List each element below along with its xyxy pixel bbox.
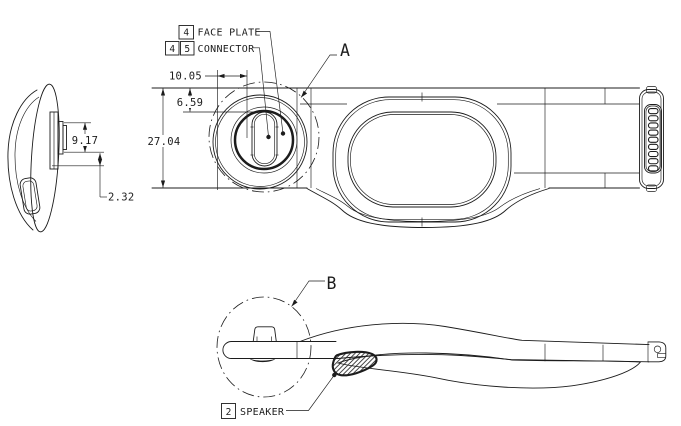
- leader-dot: [332, 372, 337, 378]
- dim-text-27-04: 27.04: [147, 136, 180, 148]
- connector-slot-outer: [251, 111, 278, 167]
- bottom-view: B 2 SPEAKER: [216, 274, 667, 419]
- button-tab: [252, 326, 277, 342]
- dimension-10-05: 10.05: [169, 70, 248, 190]
- boom-end-clip: [647, 341, 667, 363]
- lower-housing: [336, 352, 642, 389]
- dim-text-6-59: 6.59: [177, 97, 204, 109]
- callout-label: FACE PLATE: [198, 28, 261, 39]
- leader-line: [259, 31, 284, 134]
- grille-slot: [647, 129, 659, 136]
- leader-dot: [266, 134, 271, 140]
- callout-face-plate: 4 FACE PLATE: [178, 25, 286, 136]
- earpiece-housing-inner: [215, 97, 305, 187]
- ref-box: [165, 41, 180, 56]
- detail-label-a: A: [340, 41, 350, 60]
- earpiece-housing-outer: [212, 94, 308, 190]
- side-view: 9.17 2.32: [7, 83, 135, 233]
- detail-circle-a: [208, 81, 320, 193]
- detail-a-arrow: [301, 90, 308, 98]
- grille-slot: [647, 136, 659, 143]
- dimension-2-32: 2.32: [52, 153, 135, 204]
- dim-text-9-17: 9.17: [72, 135, 99, 147]
- ref-number: 4: [169, 44, 175, 55]
- dim-text-2-32: 2.32: [108, 192, 135, 204]
- mic-sliver: [249, 358, 276, 363]
- ear-cushion-inner: [14, 96, 40, 222]
- dimension-6-59: 6.59: [175, 88, 268, 113]
- detail-b-leader: [291, 280, 325, 307]
- ref-number: 5: [184, 44, 190, 55]
- grille-slot: [647, 143, 659, 151]
- ear-loop-opening: [332, 92, 512, 227]
- leader-line: [253, 47, 269, 137]
- speaker-hatch: [331, 350, 378, 377]
- face-plate-recess: [230, 106, 298, 174]
- housing-top-contour: [299, 322, 650, 346]
- grille: [647, 108, 659, 172]
- grille-slot: [647, 108, 659, 115]
- leader-line: [286, 375, 335, 411]
- ref-number: 2: [226, 407, 232, 418]
- callout-label: SPEAKER: [240, 407, 285, 418]
- grille-slot: [647, 165, 659, 172]
- detail-label-b: B: [327, 274, 337, 293]
- grille-slot: [647, 115, 659, 122]
- callout-connector: 4 5 CONNECTOR: [165, 41, 271, 140]
- ref-box: [180, 41, 195, 56]
- lower-bulge-inner: [315, 188, 541, 222]
- face-plate-ring: [233, 109, 295, 171]
- ref-box: [221, 403, 236, 419]
- leader-dot: [280, 131, 286, 136]
- top-view: A: [146, 25, 664, 228]
- connector-stack-side: [49, 111, 67, 170]
- ref-box: [178, 25, 194, 40]
- ref-number: 4: [183, 28, 189, 39]
- connector-slot-inner: [253, 113, 276, 165]
- grille-slot: [647, 150, 659, 158]
- detail-circle-b: [216, 296, 312, 398]
- detail-b-arrow: [291, 299, 298, 307]
- ear-cushion-outer: [7, 89, 38, 231]
- cushion-clip: [19, 177, 41, 215]
- clip-hole: [653, 345, 662, 353]
- dim-text-10-05: 10.05: [169, 71, 202, 83]
- callout-label: CONNECTOR: [198, 44, 256, 55]
- grille-slot: [647, 158, 659, 165]
- earpiece-body-profile: [30, 83, 60, 233]
- dimension-27-04: 27.04: [146, 88, 181, 188]
- end-cap: [639, 86, 664, 192]
- dimension-9-17: 9.17: [64, 122, 104, 153]
- lower-bulge-outer: [306, 188, 550, 228]
- grille-frame: [644, 104, 662, 174]
- earpiece-capsule: [222, 341, 340, 359]
- grille-slot: [647, 122, 659, 129]
- detail-a-leader: [300, 54, 337, 98]
- callout-speaker: 2 SPEAKER: [221, 372, 337, 419]
